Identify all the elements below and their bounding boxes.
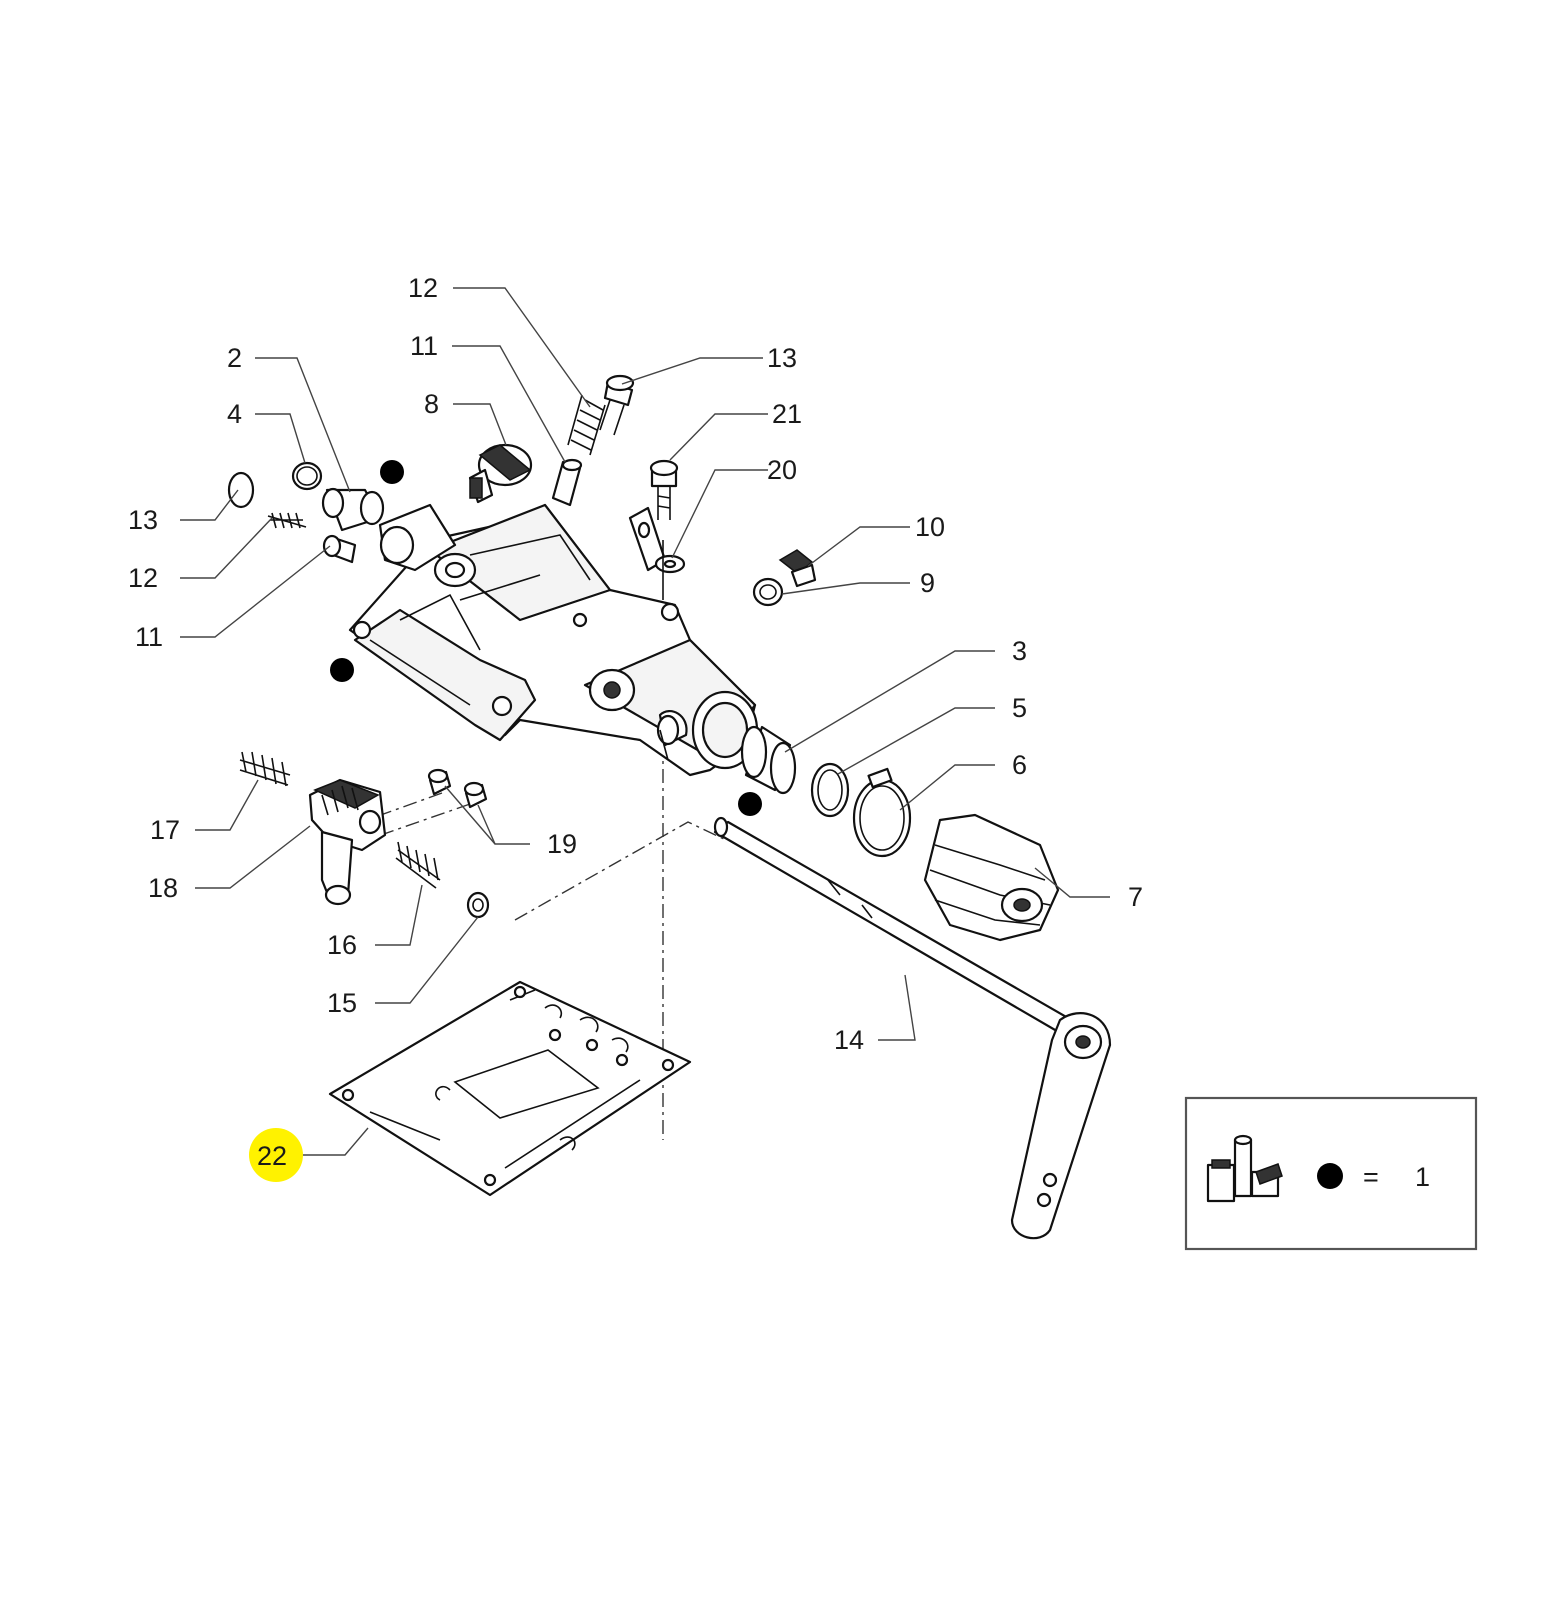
callout-3: 3	[1012, 636, 1027, 666]
part-11-pin-left	[322, 534, 357, 564]
kit-dot-1	[380, 460, 404, 484]
pin-centerline	[514, 821, 727, 921]
part-17-spring	[239, 751, 291, 787]
callout-13-left: 13	[128, 505, 158, 535]
callout-17: 17	[150, 815, 180, 845]
legend-box: = 1	[1184, 1096, 1478, 1251]
part-3-bushing	[740, 725, 797, 795]
part-15-washer	[466, 891, 490, 919]
callout-5: 5	[1012, 693, 1027, 723]
callout-11-top: 11	[410, 331, 438, 361]
callout-8: 8	[424, 389, 439, 419]
part-12-spring-left	[267, 512, 307, 529]
part-19-screws	[427, 768, 488, 809]
callout-labels: 12 11 13 2 8 4 21 20 13 12 11 10 9 3 5 6…	[128, 273, 1143, 1182]
callout-15: 15	[327, 988, 357, 1018]
callout-10: 10	[915, 512, 945, 542]
part-22-gasket	[328, 980, 692, 1197]
callout-20: 20	[767, 455, 797, 485]
part-21-bolt	[649, 459, 679, 520]
part-16-spring	[395, 841, 441, 889]
callout-7: 7	[1128, 882, 1143, 912]
callout-18: 18	[148, 873, 178, 903]
part-5-oring	[810, 762, 850, 818]
callout-12-top: 12	[408, 273, 438, 303]
callout-22-highlight	[249, 1128, 303, 1182]
part-20-bracket	[628, 506, 686, 600]
callout-21: 21	[772, 399, 802, 429]
part-14-shaft-lever	[713, 816, 1112, 1240]
legend-equals: =	[1363, 1162, 1379, 1192]
screw-centerline-a	[377, 792, 443, 817]
callout-4: 4	[227, 399, 242, 429]
part-6-clamp	[852, 767, 912, 858]
part-11-pin-top	[551, 458, 583, 507]
selector-housing	[348, 503, 759, 777]
callout-9: 9	[920, 568, 935, 598]
part-13-bolt-top	[599, 374, 635, 436]
kit-dot-2	[330, 658, 354, 682]
callout-6: 6	[1012, 750, 1027, 780]
callout-13-top: 13	[767, 343, 797, 373]
kit-markers	[330, 460, 762, 816]
callout-2: 2	[227, 343, 242, 373]
part-13-cap	[227, 471, 255, 509]
legend-quantity: 1	[1415, 1162, 1430, 1192]
callout-12-left: 12	[128, 563, 158, 593]
callout-22: 22	[257, 1141, 287, 1171]
part-4-ring	[291, 461, 323, 491]
callout-16: 16	[327, 930, 357, 960]
callout-14: 14	[834, 1025, 864, 1055]
kit-dot-3	[738, 792, 762, 816]
legend-dot	[1317, 1163, 1343, 1189]
part-9-washer	[752, 577, 784, 607]
part-8-plug	[468, 443, 533, 504]
callout-19: 19	[547, 829, 577, 859]
leader-lines	[180, 287, 1110, 1156]
callout-11-left: 11	[135, 622, 163, 652]
part-2-bushing	[321, 487, 385, 532]
part-18-selector	[308, 778, 387, 906]
kit-icon	[1206, 1134, 1283, 1203]
screw-centerline-b	[377, 803, 471, 837]
part-7-boot	[923, 813, 1060, 942]
part-10-plug	[778, 549, 817, 588]
part-12-spring-top	[567, 394, 606, 456]
